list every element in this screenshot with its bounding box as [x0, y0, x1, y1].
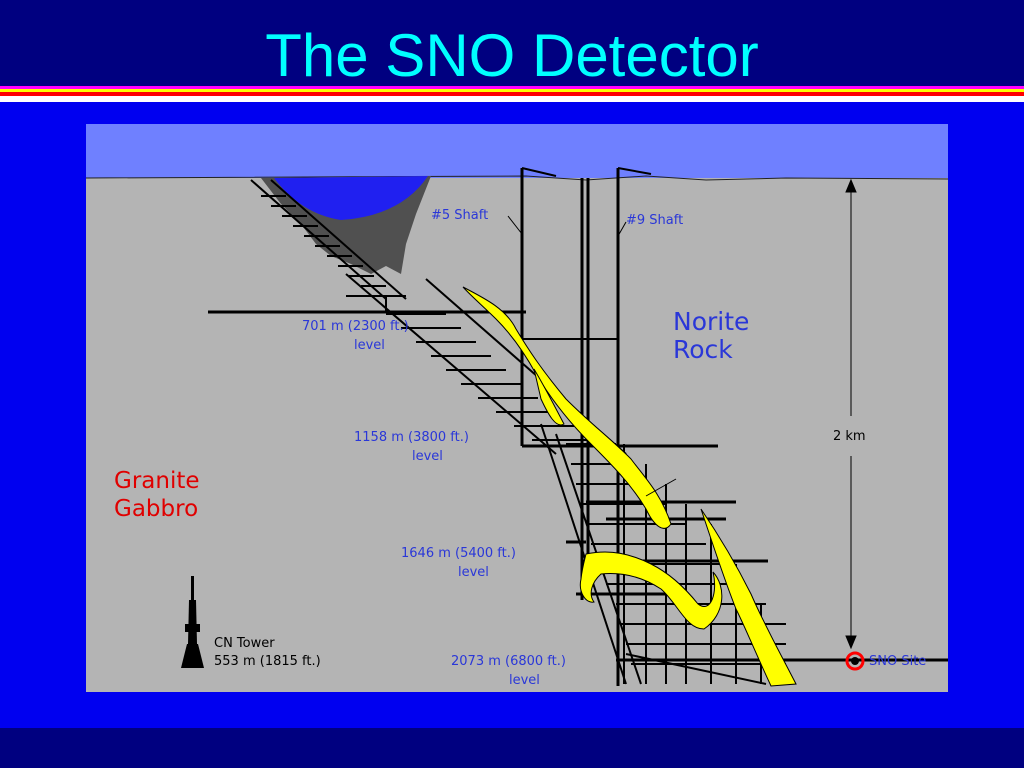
stripe-yellow	[0, 89, 1024, 92]
granite-gabbro-label-line1: Granite	[114, 468, 200, 494]
norite-rock-label-line1: Norite	[673, 307, 749, 336]
cn-tower-label-line1: CN Tower	[214, 636, 275, 651]
norite-rock-label-line2: Rock	[673, 335, 733, 364]
upper-ramp	[250, 179, 407, 300]
sky-band	[86, 124, 948, 178]
ground-surface-line	[85, 175, 949, 181]
bottom-band	[0, 728, 1024, 768]
slide-title: The SNO Detector	[265, 22, 759, 89]
sno-site-marker	[845, 651, 865, 671]
sno-site-dot	[851, 657, 859, 665]
mine-cross-section-diagram: #5 Shaft #9 Shaft Norite Rock Granite Ga…	[85, 124, 949, 692]
stripe-red	[0, 92, 1024, 96]
sno-site-label: SNO Site	[869, 654, 926, 669]
level-2073-label-line1: 2073 m (6800 ft.)	[451, 654, 566, 669]
title-band	[0, 0, 1024, 86]
shaft-5-label: #5 Shaft	[431, 208, 488, 223]
level-1158-label-line2: level	[412, 449, 443, 464]
level-1646-label-line2: level	[458, 565, 489, 580]
shaft-9-label: #9 Shaft	[626, 213, 683, 228]
depth-label: 2 km	[833, 429, 866, 444]
shafts	[520, 167, 652, 686]
level-701-label-line2: level	[354, 338, 385, 353]
rock-background	[86, 124, 948, 692]
cn-tower-label-line2: 553 m (1815 ft.)	[214, 654, 321, 669]
shaft-callouts	[507, 215, 677, 497]
level-701-label-line1: 701 m (2300 ft.)	[302, 319, 409, 334]
cn-tower-icon	[181, 576, 204, 668]
granite-gabbro-label-line2: Gabbro	[114, 496, 198, 522]
ore-bodies	[462, 286, 797, 687]
pit-lake	[274, 176, 428, 220]
level-1158-label-line1: 1158 m (3800 ft.)	[354, 430, 469, 445]
level-2073-label-line2: level	[509, 673, 540, 688]
stripe-magenta	[0, 86, 1024, 89]
level-1646-label-line1: 1646 m (5400 ft.)	[401, 546, 516, 561]
depth-dimension	[845, 178, 857, 650]
stripe-white	[0, 96, 1024, 102]
